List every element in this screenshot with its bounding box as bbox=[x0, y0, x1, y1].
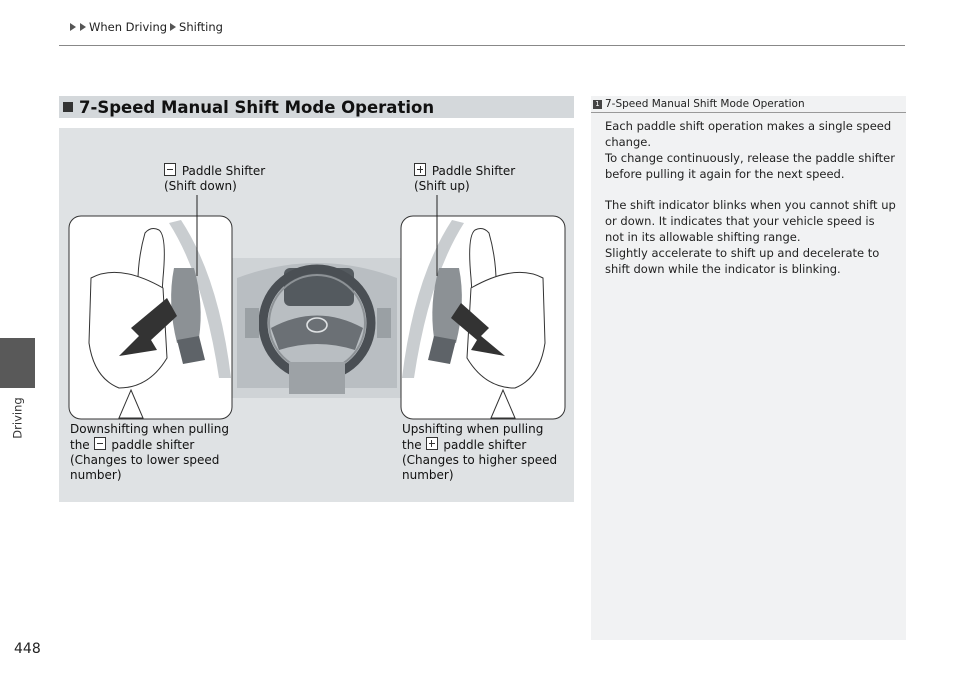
breadcrumb: When Driving Shifting bbox=[69, 20, 223, 34]
note-number-icon: 1 bbox=[593, 99, 602, 109]
page-number: 448 bbox=[14, 641, 41, 657]
note-paragraph: Slightly accelerate to shift up and dece… bbox=[605, 246, 880, 276]
section-title: 7-Speed Manual Shift Mode Operation bbox=[79, 97, 435, 117]
breadcrumb-arrow-icon bbox=[70, 23, 76, 31]
section-square-icon bbox=[63, 102, 73, 112]
note-paragraph: To change continuously, release the padd… bbox=[605, 151, 895, 181]
upshift-hand-drawing bbox=[400, 215, 566, 420]
minus-paddle-callout: Paddle Shifter (Shift down) bbox=[164, 163, 266, 193]
chapter-label: Driving bbox=[11, 397, 25, 439]
breadcrumb-arrow-icon bbox=[170, 23, 177, 31]
note-paragraph: Each paddle shift operation makes a sing… bbox=[605, 119, 892, 149]
breadcrumb-page: Shifting bbox=[179, 20, 223, 34]
steering-wheel-drawing bbox=[227, 258, 407, 398]
chapter-tab bbox=[0, 338, 35, 388]
downshift-arrow-icon bbox=[119, 298, 177, 356]
plus-paddle-callout: Paddle Shifter (Shift up) bbox=[414, 163, 516, 193]
downshift-hand-drawing bbox=[68, 215, 233, 420]
breadcrumb-arrow-icon bbox=[80, 23, 86, 31]
header-divider bbox=[59, 45, 905, 46]
upshift-arrow-icon bbox=[451, 303, 505, 356]
downshift-caption: Downshifting when pulling the paddle shi… bbox=[70, 422, 229, 482]
note-heading: 1 7-Speed Manual Shift Mode Operation bbox=[591, 96, 906, 113]
note-title[interactable]: 7-Speed Manual Shift Mode Operation bbox=[605, 98, 805, 110]
figure-panel: Paddle Shifter (Shift down) Paddle Shift… bbox=[59, 128, 574, 502]
minus-key-icon bbox=[93, 437, 106, 450]
upshift-caption: Upshifting when pulling the paddle shift… bbox=[402, 422, 558, 482]
paddle-shifter-illustration bbox=[68, 195, 566, 420]
plus-key-icon bbox=[414, 163, 426, 176]
side-note: 1 7-Speed Manual Shift Mode Operation Ea… bbox=[591, 96, 906, 640]
minus-key-icon bbox=[164, 163, 176, 176]
breadcrumb-section[interactable]: When Driving bbox=[89, 20, 168, 34]
section-heading: 7-Speed Manual Shift Mode Operation bbox=[59, 96, 574, 118]
note-paragraph: The shift indicator blinks when you cann… bbox=[605, 198, 896, 244]
plus-key-icon bbox=[425, 437, 438, 450]
